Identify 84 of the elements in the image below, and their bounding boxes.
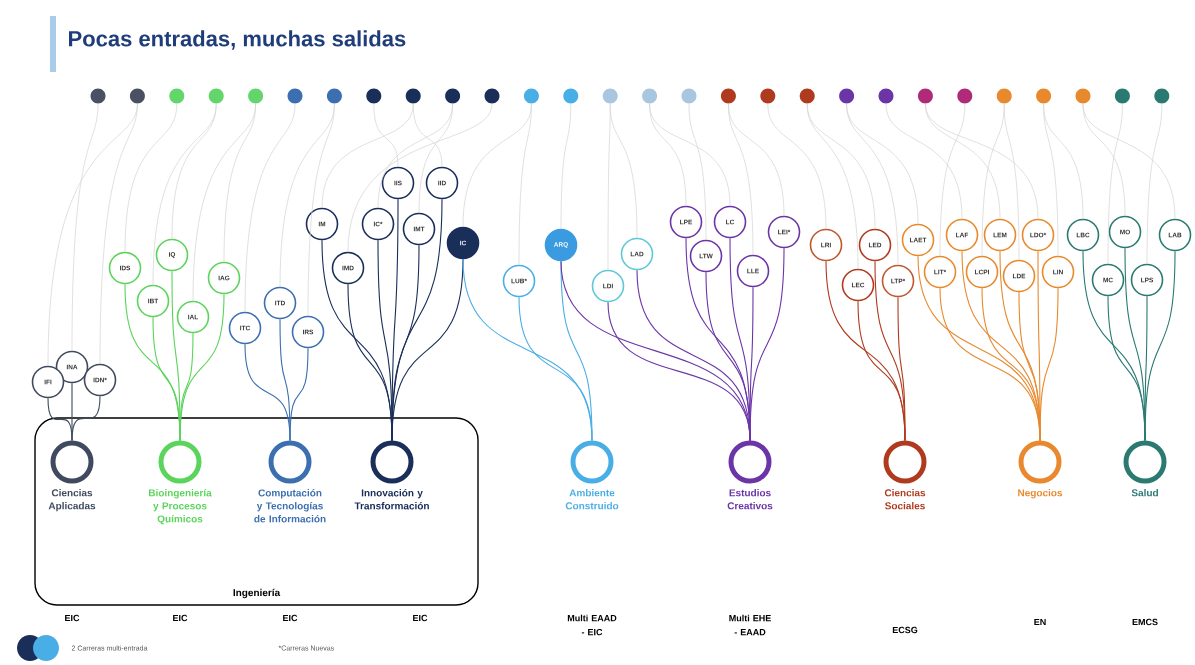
connector-line	[179, 293, 225, 442]
dot	[996, 88, 1012, 104]
connector-line	[1043, 103, 1084, 220]
connector-line	[885, 103, 963, 220]
dot	[1075, 88, 1091, 104]
dot	[681, 88, 697, 104]
dot	[917, 88, 933, 104]
connector-line	[939, 103, 966, 257]
dot	[839, 88, 855, 104]
node-label: Ciencias Sociales	[884, 489, 926, 510]
connector-line	[1107, 103, 1123, 265]
connector-line	[71, 395, 101, 442]
dot	[642, 88, 658, 104]
connector-line	[99, 103, 138, 365]
dot	[169, 88, 185, 104]
connector-line	[321, 103, 414, 209]
connector-line	[749, 247, 785, 442]
connector-line	[289, 347, 309, 442]
school-code: Multi EAAD - EIC	[567, 614, 617, 636]
node-label: Bioingeniería y Procesos Químicos	[149, 489, 212, 525]
connector-line	[418, 103, 453, 214]
dot	[1114, 88, 1130, 104]
school-code: ECSG	[892, 626, 918, 634]
dot	[563, 88, 579, 104]
connector-line	[560, 103, 572, 230]
connector-line	[124, 103, 178, 253]
node-label: Estudios Creativos	[727, 489, 773, 510]
connector-line	[1146, 103, 1163, 265]
school-code: EIC	[173, 614, 188, 622]
connector-line	[981, 103, 1005, 257]
school-code: EIC	[283, 614, 298, 622]
dot	[878, 88, 894, 104]
dot	[1036, 88, 1052, 104]
dot	[129, 88, 145, 104]
school-code: EIC	[65, 614, 80, 622]
dot	[208, 88, 224, 104]
connector-line	[373, 103, 399, 168]
connector-line	[897, 296, 906, 442]
connector-line	[1144, 295, 1148, 442]
node-label: Negocios	[1018, 489, 1063, 499]
connector-line	[1003, 103, 1020, 261]
connector-line	[688, 103, 707, 241]
node-label: Salud	[1131, 489, 1158, 497]
connector-line	[649, 103, 731, 207]
connector-line	[1039, 287, 1059, 442]
connector-line	[347, 103, 493, 253]
dot	[405, 88, 421, 104]
node-label: Computación y Tecnologías de Información	[254, 489, 326, 523]
dot	[957, 88, 973, 104]
connector-line	[307, 103, 335, 317]
connector-line	[925, 103, 1039, 220]
dot	[90, 88, 106, 104]
dot	[366, 88, 382, 104]
connector-line	[1082, 103, 1176, 220]
dot	[445, 88, 461, 104]
dot	[602, 88, 618, 104]
dot	[1154, 88, 1170, 104]
connector-line	[806, 103, 859, 270]
connector-line	[223, 103, 256, 263]
school-code: EIC	[413, 614, 428, 622]
node-label: Innovación y Transformación	[354, 489, 429, 510]
connector-line	[609, 103, 638, 239]
connector-line	[1082, 103, 1126, 217]
school-code: EMCS	[1132, 618, 1158, 626]
dot	[799, 88, 815, 104]
connector-line	[846, 103, 919, 225]
node-label: Ambiente Construido	[565, 489, 619, 510]
dot	[523, 88, 539, 104]
node-label: Ciencias Aplicadas	[48, 489, 96, 512]
school-code: Multi EHE - EAAD	[729, 614, 771, 636]
dot	[484, 88, 500, 104]
connector-line	[244, 103, 296, 313]
connector-line	[518, 103, 532, 266]
dot	[720, 88, 736, 104]
dot	[248, 88, 264, 104]
connector-line	[767, 103, 827, 230]
dot	[326, 88, 342, 104]
dot	[287, 88, 303, 104]
connector-line	[152, 103, 217, 286]
school-code: EN	[1034, 618, 1046, 626]
connector-line	[71, 103, 99, 352]
dot	[760, 88, 776, 104]
title: Pocas entradas, muchas salidas	[69, 30, 406, 50]
connector-line	[728, 103, 785, 217]
